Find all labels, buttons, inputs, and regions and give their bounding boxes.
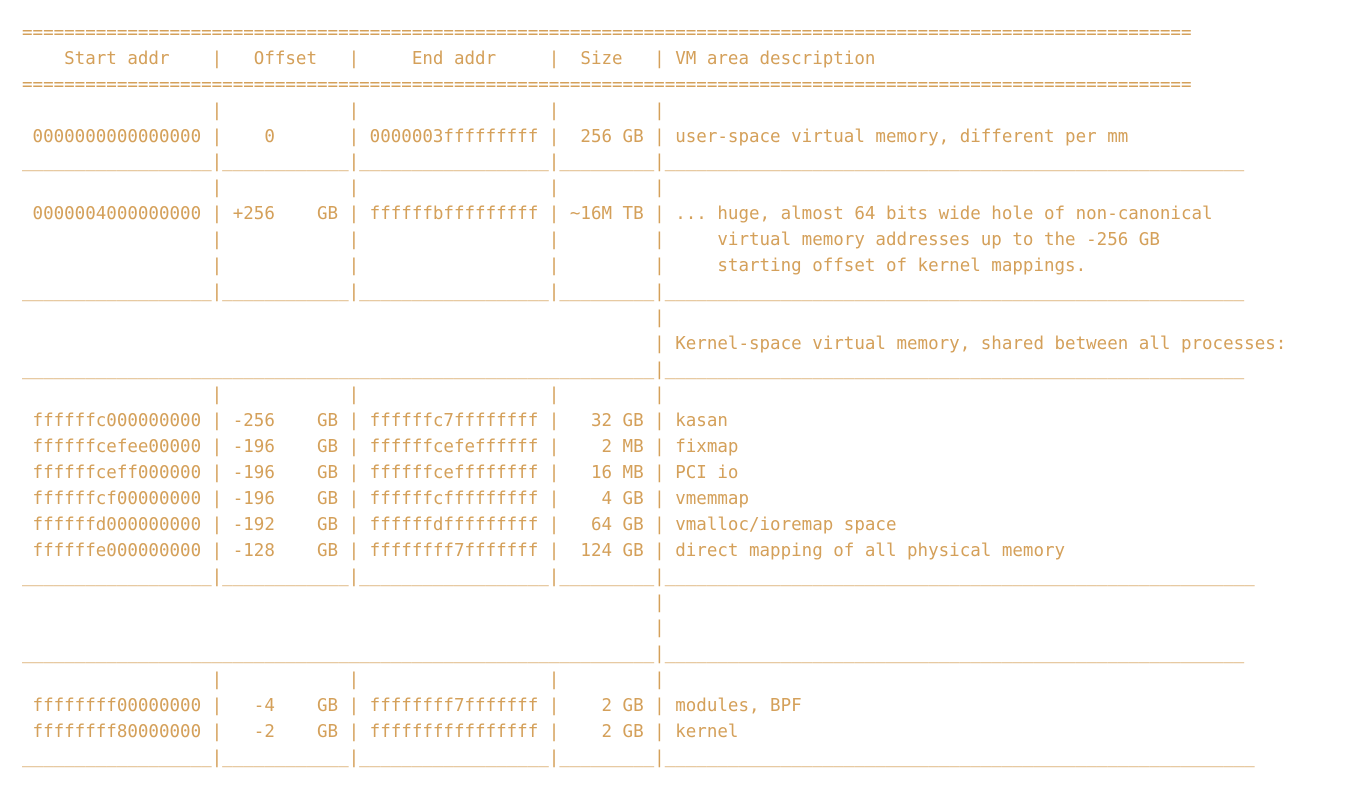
- table-line: | | | |: [22, 100, 665, 121]
- table-line: ffffffcefee00000 | -196 GB | ffffffcefef…: [22, 437, 739, 458]
- table-line: | | | |: [22, 178, 665, 199]
- table-line: __________________|____________|________…: [22, 281, 1245, 302]
- table-line: Start addr | Offset | End addr | Size | …: [22, 48, 876, 69]
- table-line: __________________|____________|________…: [22, 566, 1255, 587]
- table-line: ffffffc000000000 | -256 GB | ffffffc7fff…: [22, 411, 728, 432]
- table-line: ________________________________________…: [22, 644, 1245, 665]
- table-line: |: [22, 592, 665, 613]
- table-line: ========================================…: [22, 74, 1192, 95]
- table-line: __________________|____________|________…: [22, 152, 1245, 173]
- table-line: 0000004000000000 | +256 GB | ffffffbffff…: [22, 204, 1213, 225]
- table-line: ffffffff80000000 | -2 GB | fffffffffffff…: [22, 722, 739, 743]
- table-line: ffffffe000000000 | -128 GB | ffffffff7ff…: [22, 540, 1066, 561]
- table-line: | | | | starting offset of kernel mappin…: [22, 256, 1087, 277]
- table-line: ffffffcf00000000 | -196 GB | ffffffcffff…: [22, 489, 749, 510]
- table-line: | | | |: [22, 670, 665, 691]
- table-line: ffffffd000000000 | -192 GB | ffffffdffff…: [22, 514, 897, 535]
- table-line: | | | | virtual memory addresses up to t…: [22, 230, 1160, 251]
- table-line: ffffffff00000000 | -4 GB | ffffffff7ffff…: [22, 696, 802, 717]
- table-line: ========================================…: [22, 23, 1192, 43]
- table-line: ffffffceff000000 | -196 GB | ffffffcefff…: [22, 463, 739, 484]
- vm-area-table: ========================================…: [22, 21, 1286, 772]
- table-line: | Kernel-space virtual memory, shared be…: [22, 333, 1287, 354]
- table-line: ________________________________________…: [22, 359, 1245, 380]
- table-line: 0000000000000000 | 0 | 0000003fffffffff …: [22, 126, 1129, 147]
- table-line: |: [22, 307, 665, 328]
- table-line: | | | |: [22, 385, 665, 406]
- table-line: |: [22, 618, 665, 639]
- table-line: __________________|____________|________…: [22, 747, 1255, 768]
